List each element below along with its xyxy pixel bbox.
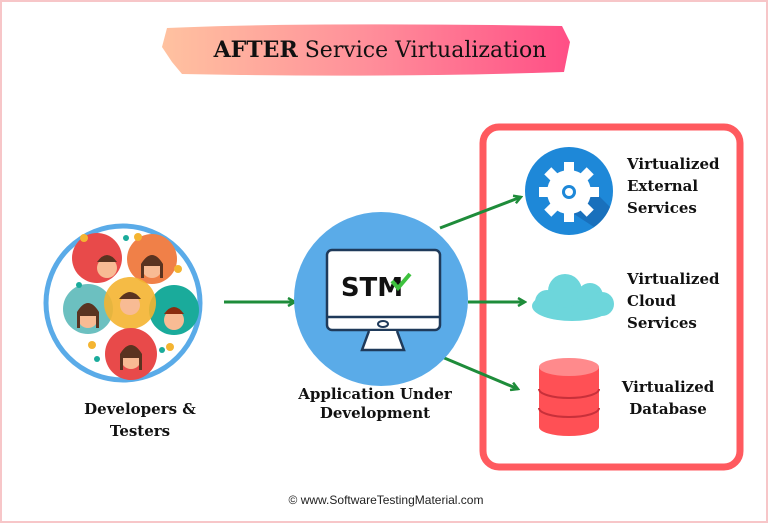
cloud-services-line1: Virtualized xyxy=(626,270,720,288)
gear-icon xyxy=(525,147,613,235)
cloud-services-line3: Services xyxy=(627,314,697,332)
external-services-line3: Services xyxy=(627,199,697,217)
people-group-icon xyxy=(43,223,203,383)
brush-stroke xyxy=(162,24,570,76)
application-label-line2: Development xyxy=(320,404,430,422)
page-title: AFTER Service Virtualization xyxy=(213,37,547,63)
application-label-line1: Application Under xyxy=(297,385,453,403)
cloud-services-line2: Cloud xyxy=(627,292,677,310)
title-banner: AFTER Service Virtualization xyxy=(162,24,570,76)
footer-copyright: © www.SoftwareTestingMaterial.com xyxy=(289,493,484,507)
database-line2: Database xyxy=(629,400,707,418)
virtualized-services-box xyxy=(479,123,744,471)
external-services-line2: External xyxy=(627,177,698,195)
checkmark-icon xyxy=(390,272,412,292)
monitor-icon: STM xyxy=(294,212,468,386)
arrow-app-to-external xyxy=(439,197,521,230)
stm-logo: STM xyxy=(341,273,403,303)
developers-label-line1: Developers & xyxy=(84,400,196,418)
arrow-app-to-database xyxy=(441,355,518,389)
database-icon xyxy=(538,358,600,436)
cloud-icon xyxy=(532,274,614,321)
database-line1: Virtualized xyxy=(621,378,715,396)
developers-label-line2: Testers xyxy=(110,422,170,440)
external-services-line1: Virtualized xyxy=(626,155,720,173)
